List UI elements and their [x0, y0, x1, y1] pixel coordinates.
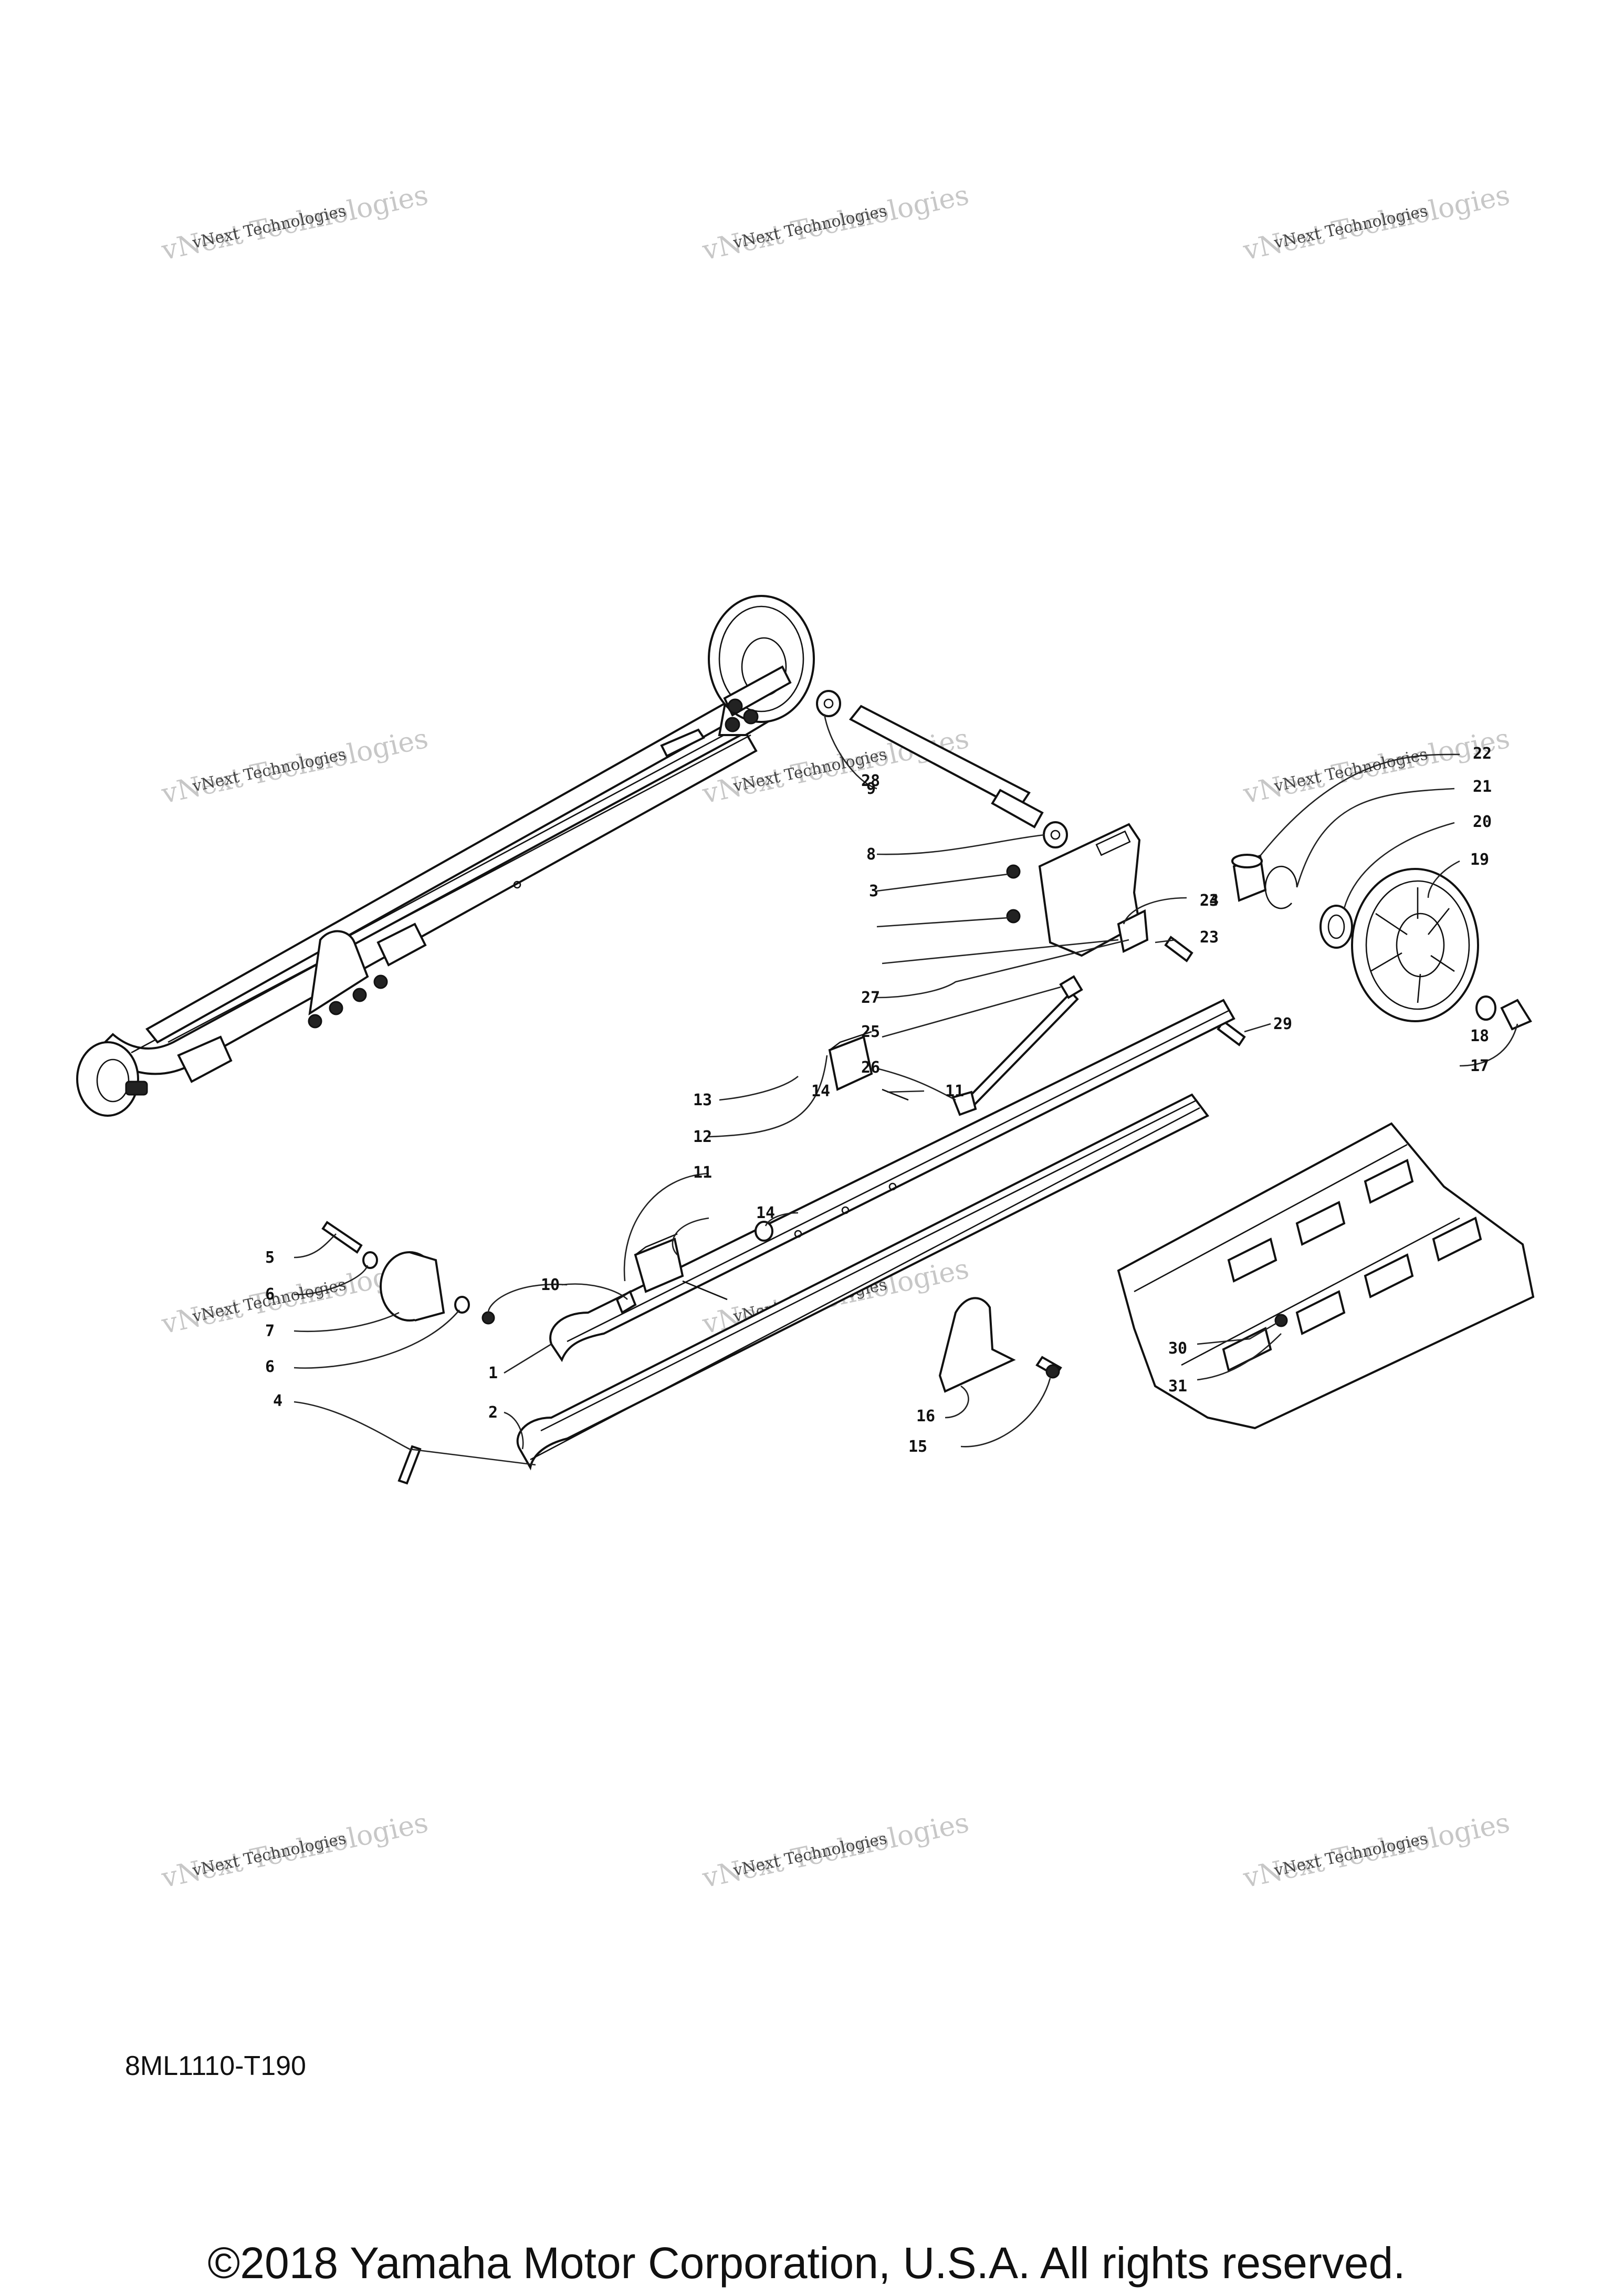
callout-14: 14: [811, 1082, 830, 1100]
copyright-notice: ©2018 Yamaha Motor Corporation, U.S.A. A…: [207, 2238, 1406, 2288]
callout-23: 23: [1200, 892, 1219, 910]
cross-shaft: [816, 690, 1068, 848]
callout-11: 11: [693, 1163, 712, 1182]
track-section: [1117, 1122, 1535, 1430]
callout-26: 26: [861, 1058, 880, 1077]
callout-7: 7: [265, 1322, 275, 1340]
callout-6: 6: [265, 1358, 275, 1376]
callout-15: 15: [908, 1438, 927, 1456]
callout-21: 21: [1473, 778, 1492, 796]
callout-30: 30: [1168, 1339, 1187, 1358]
callout-28: 28: [861, 772, 880, 790]
callout-31: 31: [1168, 1377, 1187, 1396]
callout-24: 24: [1200, 892, 1219, 910]
callout-22: 22: [1473, 745, 1492, 763]
callout-5: 5: [265, 1249, 275, 1267]
callout-23: 23: [1200, 928, 1219, 947]
callout-13: 13: [693, 1091, 712, 1109]
drawing-code: 8ML1110-T190: [125, 2051, 306, 2081]
callout-3: 3: [869, 882, 878, 900]
right-slide-rail: [516, 999, 1235, 1471]
callout-11: 11: [945, 1082, 964, 1100]
callout-27: 27: [861, 989, 880, 1007]
callout-2: 2: [488, 1403, 498, 1422]
callout-4: 4: [273, 1392, 282, 1410]
left-slide-rail: [76, 595, 815, 1117]
callout-1: 1: [488, 1364, 498, 1382]
callout-10: 10: [541, 1276, 560, 1294]
callout-14: 14: [756, 1204, 775, 1222]
callout-25: 25: [861, 1023, 880, 1041]
right-bracket-assembly: [951, 823, 1532, 1116]
leader-lines: [294, 714, 1518, 1466]
callout-16: 16: [916, 1407, 935, 1425]
callout-20: 20: [1473, 813, 1492, 831]
callout-19: 19: [1470, 851, 1489, 869]
callout-8: 8: [866, 845, 876, 864]
callout-12: 12: [693, 1128, 712, 1146]
callout-17: 17: [1470, 1057, 1489, 1075]
callout-9: 9: [866, 780, 876, 798]
callout-6: 6: [265, 1285, 275, 1304]
callout-29: 29: [1273, 1015, 1292, 1033]
callout-18: 18: [1470, 1027, 1489, 1045]
